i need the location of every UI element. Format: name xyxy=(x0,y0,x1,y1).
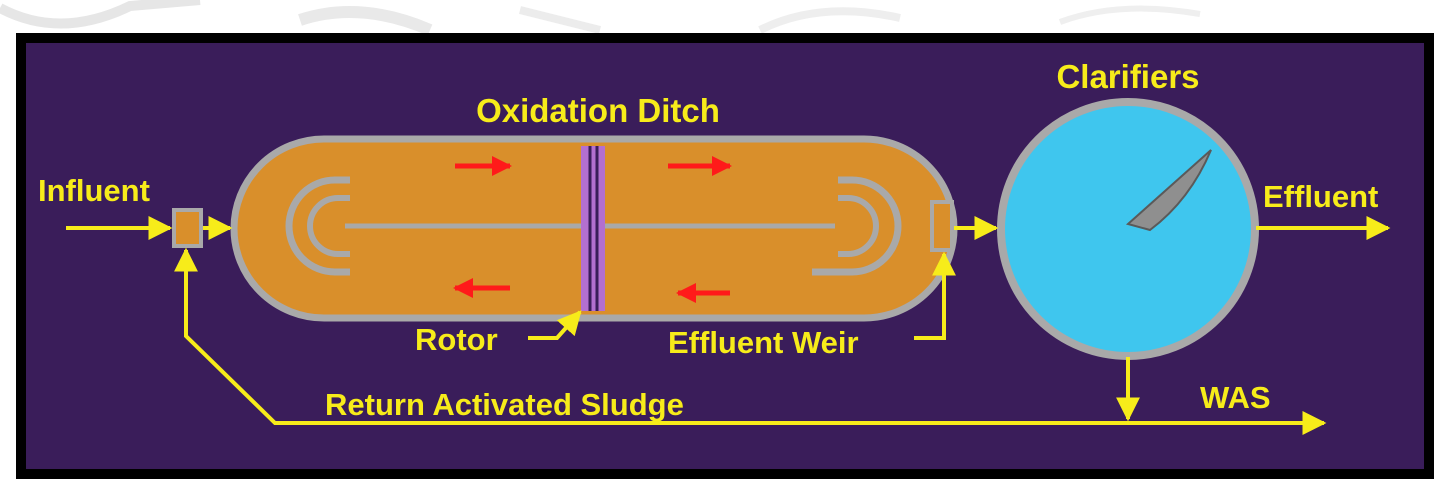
label-was: WAS xyxy=(1200,380,1271,415)
right-baffle-outer xyxy=(812,176,902,276)
label-effluent-weir: Effluent Weir xyxy=(668,325,859,360)
rotor-pointer xyxy=(528,310,582,340)
label-oxidation-ditch: Oxidation Ditch xyxy=(476,92,720,129)
rotor xyxy=(581,146,605,311)
label-influent: Influent xyxy=(38,173,150,208)
right-baffle-inner xyxy=(838,195,879,257)
clarifier-tank xyxy=(997,98,1259,360)
influent-box xyxy=(172,208,203,248)
label-rotor: Rotor xyxy=(415,322,498,357)
return-sludge-line xyxy=(174,247,1322,425)
clarifier-scraper-arm xyxy=(1125,149,1212,232)
label-effluent: Effluent xyxy=(1263,179,1378,214)
label-return-activated-sludge: Return Activated Sludge xyxy=(325,387,684,422)
label-clarifiers: Clarifiers xyxy=(1056,58,1199,95)
left-baffle-inner xyxy=(307,195,350,257)
effluent-weir-box xyxy=(930,200,954,252)
watermark-graphic xyxy=(0,0,1201,36)
watermark xyxy=(0,0,1449,40)
left-baffle-outer xyxy=(285,176,350,276)
effluent-weir-pointer xyxy=(914,251,956,340)
